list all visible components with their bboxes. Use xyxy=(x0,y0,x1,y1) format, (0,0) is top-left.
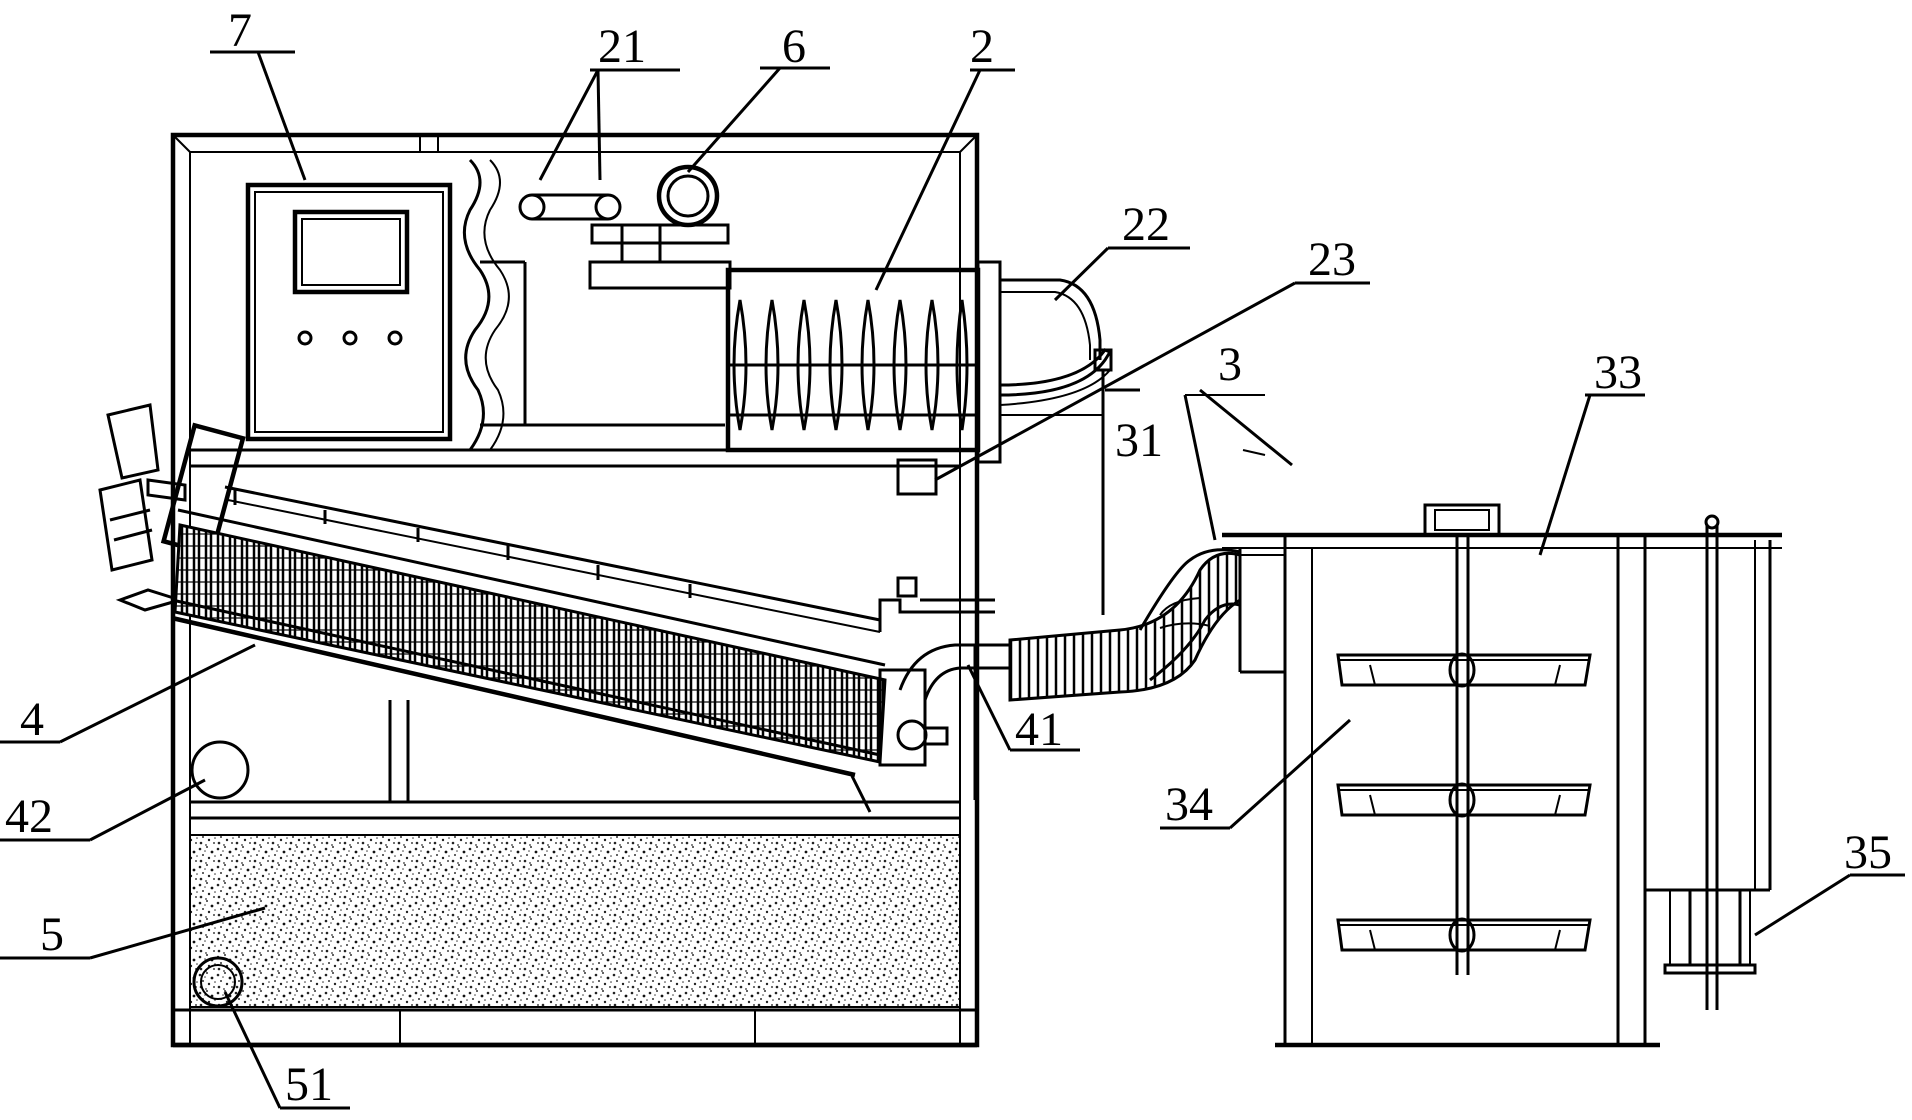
label-21: 21 xyxy=(598,20,646,73)
chute-23 xyxy=(896,458,938,496)
paddle-upper xyxy=(1336,652,1592,688)
part-42 xyxy=(190,740,250,800)
label-42: 42 xyxy=(5,790,53,843)
label-31: 31 xyxy=(1115,414,1163,467)
label-23: 23 xyxy=(1308,233,1356,286)
control-cabinet xyxy=(245,182,453,442)
label-6: 6 xyxy=(782,20,806,73)
pipe-41 xyxy=(898,643,1010,800)
label-22: 22 xyxy=(1122,198,1170,251)
label-51: 51 xyxy=(285,1058,333,1111)
hose-31 xyxy=(1008,548,1242,702)
label-35: 35 xyxy=(1844,826,1892,879)
label-34: 34 xyxy=(1165,778,1213,831)
label-3: 3 xyxy=(1218,338,1242,391)
label-33: 33 xyxy=(1594,346,1642,399)
label-2: 2 xyxy=(970,20,994,73)
label-4: 4 xyxy=(20,693,44,746)
label-5: 5 xyxy=(40,908,64,961)
motor-6 xyxy=(656,164,720,228)
cutaway-section xyxy=(462,158,725,451)
label-41: 41 xyxy=(1015,703,1063,756)
paddle-lower xyxy=(1336,917,1592,953)
label-7: 7 xyxy=(228,4,252,57)
discharge-hood xyxy=(999,278,1113,615)
screw-press xyxy=(725,260,1002,464)
leader-lines xyxy=(0,50,1905,1110)
callout-labels: 7 21 6 2 22 23 3 31 33 4 41 42 34 35 5 5… xyxy=(5,4,1892,1111)
main-frame xyxy=(170,132,980,1048)
filter-bed xyxy=(189,834,961,1008)
belt-drive xyxy=(518,193,732,290)
mixing-tank xyxy=(1222,503,1782,1048)
paddle-middle xyxy=(1336,782,1592,818)
drum-thickener xyxy=(98,403,995,813)
